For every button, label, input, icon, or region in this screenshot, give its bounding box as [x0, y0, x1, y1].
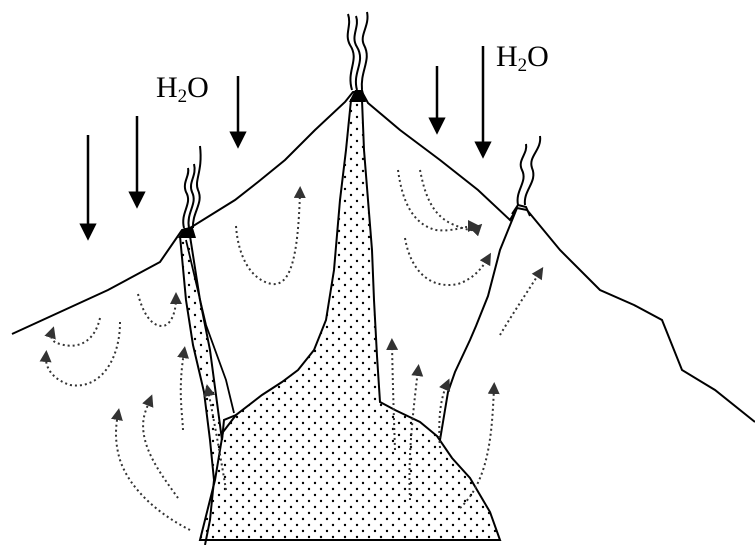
flow-arrow — [500, 272, 540, 335]
water-label-right-base: H — [496, 40, 518, 73]
flow-arrow — [405, 238, 488, 285]
water-label-left-tail: O — [187, 71, 209, 104]
water-label-left-subscript: 2 — [178, 86, 188, 107]
right-conduit-wall — [440, 208, 517, 440]
steam-plume-right — [518, 136, 541, 205]
steam-plume-left — [183, 146, 200, 228]
water-label-left-base: H — [156, 71, 178, 104]
magma-chamber — [200, 100, 500, 540]
flow-arrow — [181, 352, 184, 430]
flow-arrow — [138, 294, 176, 326]
side-conduit-left — [180, 236, 222, 480]
flow-arrow — [51, 318, 100, 346]
flow-arrow — [420, 170, 478, 230]
summit-vent — [349, 90, 366, 102]
volcano-profile — [12, 92, 755, 422]
flow-arrow — [116, 414, 190, 530]
precipitation-arrows — [88, 46, 483, 232]
water-label-right: H2O — [496, 42, 549, 75]
flow-arrow — [46, 322, 120, 386]
water-label-right-tail: O — [527, 40, 549, 73]
water-label-left: H2O — [156, 73, 209, 106]
water-label-right-subscript: 2 — [518, 55, 528, 76]
flow-arrow — [236, 192, 300, 284]
flow-arrow — [143, 400, 178, 498]
steam-plume-summit — [348, 12, 368, 90]
